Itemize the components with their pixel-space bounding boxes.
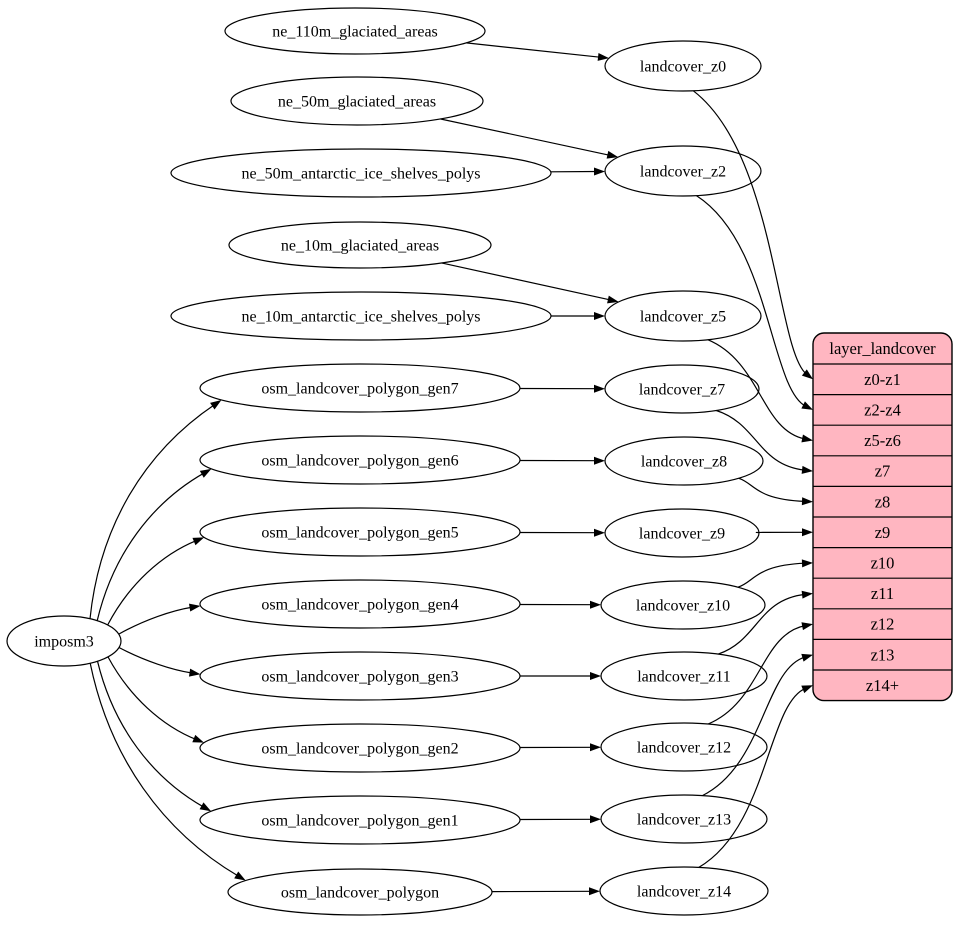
node-osm_landcover_polygon_gen5: osm_landcover_polygon_gen5 [200,508,520,556]
table-row-z11: z11 [871,584,894,603]
node-osm_landcover_polygon: osm_landcover_polygon [228,869,492,915]
table-row-z14+: z14+ [866,676,899,695]
node-landcover_z7: landcover_z7 [605,365,759,413]
table-row-z2-z4: z2-z4 [864,401,901,420]
node-label-ne_50m_glaciated_areas: ne_50m_glaciated_areas [278,93,436,110]
node-label-osm_landcover_polygon_gen4: osm_landcover_polygon_gen4 [261,596,458,613]
node-landcover_z2: landcover_z2 [605,146,761,196]
node-imposm3: imposm3 [7,616,121,666]
node-label-landcover_z7: landcover_z7 [639,381,725,398]
node-label-ne_110m_glaciated_areas: ne_110m_glaciated_areas [272,23,438,40]
node-label-landcover_z14: landcover_z14 [637,883,731,900]
node-ne_10m_glaciated_areas: ne_10m_glaciated_areas [229,222,491,268]
node-label-osm_landcover_polygon_gen1: osm_landcover_polygon_gen1 [261,812,458,829]
node-osm_landcover_polygon_gen3: osm_landcover_polygon_gen3 [200,652,520,700]
node-label-osm_landcover_polygon_gen6: osm_landcover_polygon_gen6 [261,452,458,469]
node-label-landcover_z0: landcover_z0 [640,58,726,75]
table-row-z5-z6: z5-z6 [864,431,901,450]
node-label-ne_10m_antarctic_ice_shelves_polys: ne_10m_antarctic_ice_shelves_polys [241,308,480,325]
node-label-osm_landcover_polygon: osm_landcover_polygon [281,884,439,901]
node-label-landcover_z5: landcover_z5 [640,308,726,325]
node-label-ne_10m_glaciated_areas: ne_10m_glaciated_areas [281,237,439,254]
node-landcover_z14: landcover_z14 [600,867,768,915]
table-row-z12: z12 [871,615,895,634]
node-osm_landcover_polygon_gen1: osm_landcover_polygon_gen1 [200,796,520,844]
node-label-landcover_z13: landcover_z13 [637,811,731,828]
node-landcover_z11: landcover_z11 [601,652,767,700]
node-landcover_z5: landcover_z5 [605,291,761,341]
node-landcover_z12: landcover_z12 [601,723,767,771]
node-ne_50m_glaciated_areas: ne_50m_glaciated_areas [231,77,483,125]
node-osm_landcover_polygon_gen2: osm_landcover_polygon_gen2 [200,724,520,772]
node-ne_10m_antarctic_ice_shelves_polys: ne_10m_antarctic_ice_shelves_polys [171,292,551,340]
node-osm_landcover_polygon_gen4: osm_landcover_polygon_gen4 [200,580,520,628]
node-label-landcover_z12: landcover_z12 [637,739,731,756]
node-label-ne_50m_antarctic_ice_shelves_polys: ne_50m_antarctic_ice_shelves_polys [241,165,480,182]
node-landcover_z10: landcover_z10 [601,581,765,629]
node-landcover_z8: landcover_z8 [605,437,763,485]
node-label-landcover_z11: landcover_z11 [637,668,731,685]
node-label-landcover_z8: landcover_z8 [641,453,727,470]
table-layer_landcover: layer_landcover z0-z1 z2-z4 z5-z6 z7 z8 z9 z10 z… [813,333,952,701]
node-label-osm_landcover_polygon_gen5: osm_landcover_polygon_gen5 [261,524,458,541]
table-row-z0-z1: z0-z1 [864,370,901,389]
node-ne_110m_glaciated_areas: ne_110m_glaciated_areas [225,8,485,54]
node-label-osm_landcover_polygon_gen7: osm_landcover_polygon_gen7 [261,380,458,397]
node-osm_landcover_polygon_gen7: osm_landcover_polygon_gen7 [200,364,520,412]
node-osm_landcover_polygon_gen6: osm_landcover_polygon_gen6 [200,436,520,484]
node-label-landcover_z2: landcover_z2 [640,163,726,180]
table-row-z10: z10 [871,554,895,573]
node-label-landcover_z9: landcover_z9 [639,525,725,542]
node-label-landcover_z10: landcover_z10 [636,597,730,614]
node-label-imposm3: imposm3 [34,633,94,650]
node-landcover_z9: landcover_z9 [605,509,759,557]
table-row-z7: z7 [875,462,891,481]
table-row-z9: z9 [875,523,891,542]
node-landcover_z0: landcover_z0 [605,41,761,91]
table-row-z8: z8 [875,492,891,511]
node-label-osm_landcover_polygon_gen2: osm_landcover_polygon_gen2 [261,740,458,757]
table-row-z13: z13 [871,645,895,664]
node-ne_50m_antarctic_ice_shelves_polys: ne_50m_antarctic_ice_shelves_polys [171,149,551,197]
node-label-osm_landcover_polygon_gen3: osm_landcover_polygon_gen3 [261,668,458,685]
table-title: layer_landcover [829,339,936,358]
